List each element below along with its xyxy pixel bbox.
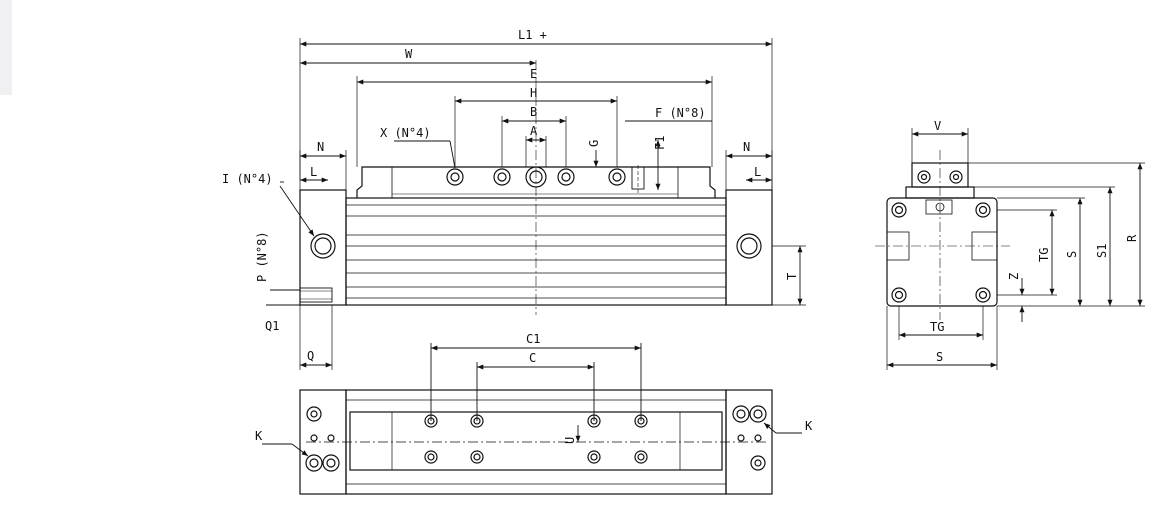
left-port bbox=[310, 233, 336, 259]
bottom-holes bbox=[305, 405, 767, 472]
body bbox=[345, 197, 727, 306]
label-I: I (N°4) bbox=[222, 172, 273, 186]
right-end-block bbox=[725, 189, 773, 306]
label-TG-vert: TG bbox=[1037, 248, 1051, 262]
bottom-window bbox=[349, 411, 723, 471]
label-X: X (N°4) bbox=[380, 126, 431, 140]
label-TG-horiz: TG bbox=[930, 320, 944, 334]
label-S-vert: S bbox=[1065, 251, 1079, 258]
label-N-left: N bbox=[317, 140, 324, 154]
label-S1: S1 bbox=[1095, 244, 1109, 258]
side-view bbox=[875, 128, 1145, 370]
right-port bbox=[736, 233, 762, 259]
label-L-right: L bbox=[754, 165, 761, 179]
label-C: C bbox=[529, 351, 536, 365]
front-view bbox=[266, 38, 806, 370]
label-L1: L1 + bbox=[518, 28, 547, 42]
label-Q: Q bbox=[307, 349, 314, 363]
label-K-right: K bbox=[805, 419, 813, 433]
label-F: F (N°8) bbox=[655, 106, 706, 120]
label-T: T bbox=[785, 273, 799, 280]
label-F1: F1 bbox=[653, 136, 667, 150]
label-U: U bbox=[563, 437, 577, 444]
label-W: W bbox=[405, 47, 413, 61]
label-E: E bbox=[530, 67, 537, 81]
side-thread bbox=[299, 287, 333, 303]
label-Q1: Q1 bbox=[265, 319, 279, 333]
label-V: V bbox=[934, 119, 941, 133]
dimension-labels: L1 + W E H B A F (N°8) X (N°4) G F1 N L … bbox=[222, 28, 1139, 444]
label-N-right: N bbox=[743, 140, 750, 154]
carriage-holes bbox=[446, 166, 626, 188]
label-G: G bbox=[587, 140, 601, 147]
label-K-left: K bbox=[255, 429, 263, 443]
label-C1: C1 bbox=[526, 332, 540, 346]
label-S-horiz: S bbox=[936, 350, 943, 364]
label-P: P (N°8) bbox=[255, 231, 269, 282]
label-L-left: L bbox=[310, 165, 317, 179]
label-A: A bbox=[530, 124, 538, 138]
sidebar-strip bbox=[0, 0, 12, 95]
label-Z: Z bbox=[1007, 273, 1021, 280]
label-H: H bbox=[530, 86, 537, 100]
label-B: B bbox=[530, 105, 537, 119]
bottom-view bbox=[262, 343, 802, 495]
label-R: R bbox=[1125, 234, 1139, 242]
